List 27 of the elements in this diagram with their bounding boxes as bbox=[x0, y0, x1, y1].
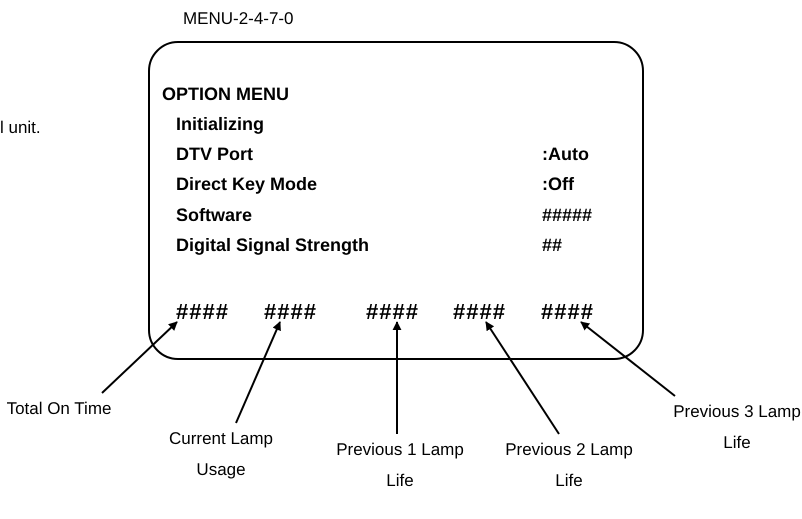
leader-arrow bbox=[580, 321, 676, 397]
callout-label: Previous 1 Lamp Life bbox=[335, 434, 465, 496]
callout-label: Total On Time bbox=[0, 393, 124, 424]
menu-text: OPTION MENU bbox=[162, 83, 290, 105]
menu-text: :Off bbox=[542, 173, 574, 195]
callout-label: Previous 3 Lamp Life bbox=[672, 396, 802, 458]
value-field: #### bbox=[176, 302, 229, 322]
value-field: #### bbox=[453, 302, 506, 322]
menu-text: Software bbox=[176, 204, 252, 226]
menu-text: DTV Port bbox=[176, 143, 254, 165]
menu-text: Direct Key Mode bbox=[176, 173, 318, 195]
menu-text: :Auto bbox=[542, 143, 589, 165]
value-field: #### bbox=[264, 302, 317, 322]
value-field: #### bbox=[366, 302, 419, 322]
callout-label: Current Lamp Usage bbox=[156, 423, 286, 485]
leader-arrow bbox=[101, 321, 178, 394]
callout-label: Previous 2 Lamp Life bbox=[504, 434, 634, 496]
leader-arrow bbox=[392, 321, 402, 434]
leader-arrow bbox=[235, 321, 281, 424]
menu-text: Digital Signal Strength bbox=[176, 234, 370, 256]
note-text: l unit. bbox=[0, 118, 41, 138]
leader-arrow bbox=[485, 321, 560, 435]
menu-text: ## bbox=[542, 234, 562, 256]
screen-title: MENU-2-4-7-0 bbox=[183, 8, 294, 30]
value-field: #### bbox=[541, 302, 594, 322]
menu-text: Initializing bbox=[176, 113, 264, 135]
menu-text: ##### bbox=[542, 204, 592, 226]
